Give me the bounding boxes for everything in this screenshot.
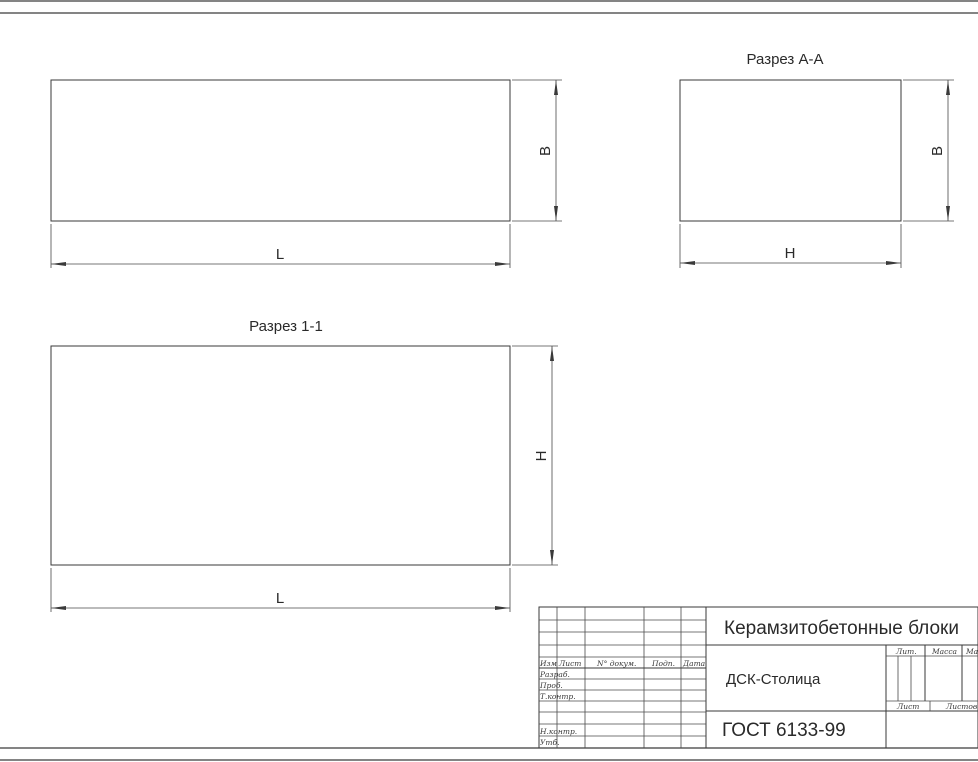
massa-label: Масса: [931, 647, 957, 656]
row-razrab-label: Разраб.: [539, 670, 570, 679]
section-aa-view: Разрез А-А H B: [679, 51, 954, 268]
section-11-view: Разрез 1-1 L H: [50, 318, 558, 612]
dimension-label-b: B: [537, 146, 554, 156]
company-name: ДСК-Столица: [726, 671, 821, 688]
list-label: Лист: [896, 702, 919, 711]
row-nkontr-label: Н.контр.: [539, 727, 577, 736]
title-block: Изм Лист N° докум. Подп. Дата Разраб. Пр…: [538, 606, 978, 749]
section-11-title: Разрез 1-1: [249, 318, 323, 335]
standard-code: ГОСТ 6133-99: [722, 720, 846, 741]
col-list-label: Лист: [558, 659, 581, 668]
row-utv-label: Утб.: [540, 738, 560, 747]
col-podp-label: Подп.: [651, 659, 675, 668]
dimension-label-l: L: [276, 246, 284, 263]
row-prov-label: Проб.: [539, 681, 563, 690]
section-11-outline: [50, 345, 511, 566]
masshtab-label: Мa: [965, 647, 978, 656]
dimension-label-b-aa: B: [929, 146, 946, 156]
col-izm-label: Изм: [539, 659, 557, 668]
section-aa-title: Разрез А-А: [747, 51, 824, 68]
top-view-outline: [50, 79, 511, 222]
col-ndoc-label: N° докум.: [596, 659, 636, 668]
listov-label: Листов: [945, 702, 978, 711]
col-data-label: Дата: [682, 659, 705, 668]
title-block-border: [538, 606, 978, 749]
dimension-label-h: H: [785, 245, 796, 262]
row-tkontr-label: Т.контр.: [540, 692, 576, 701]
dimension-label-l-11: L: [276, 590, 284, 607]
product-name: Керамзитобетонные блоки: [724, 618, 959, 639]
section-aa-outline: [679, 79, 902, 222]
dimension-label-h-11: H: [533, 451, 550, 462]
top-view: L B: [50, 79, 562, 268]
lit-label: Лит.: [895, 647, 917, 656]
